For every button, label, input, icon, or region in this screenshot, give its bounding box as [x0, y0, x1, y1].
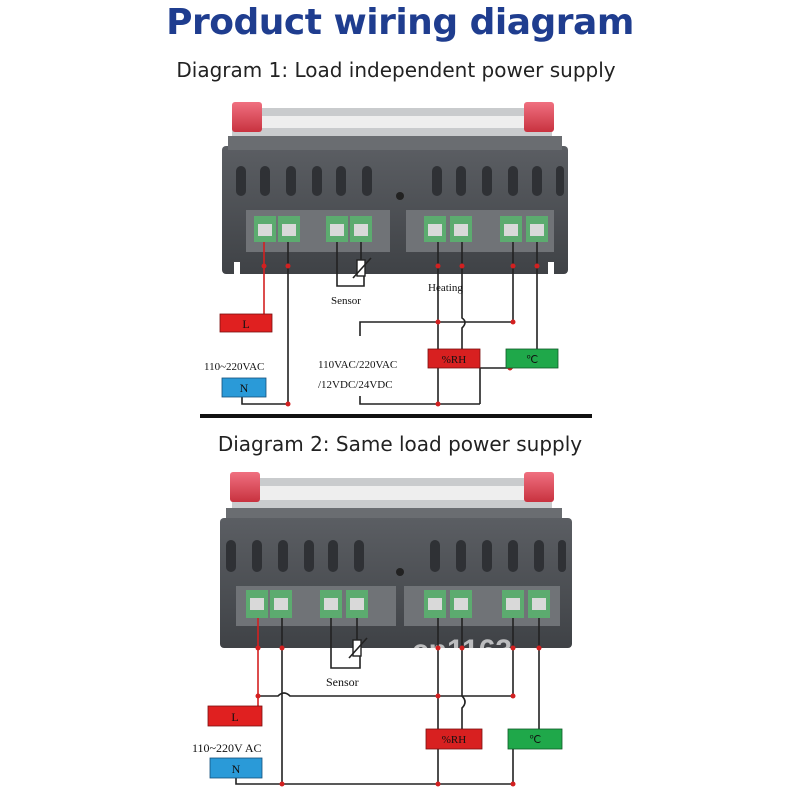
page-title: Product wiring diagram: [166, 2, 634, 43]
wire-relay-1b: [461, 618, 466, 730]
red-cap-right: [524, 472, 554, 502]
wire-neutral-2: [235, 618, 283, 785]
wire-sensor-a: [330, 618, 361, 669]
housing-body: [220, 518, 572, 648]
wiring-1: [241, 242, 540, 407]
red-cap-left: [230, 472, 260, 502]
line-label: L: [231, 710, 238, 724]
red-cap-left: [232, 102, 262, 132]
load-supply-label-1: 110VAC/220VAC: [318, 359, 397, 371]
temperature-label: ℃: [526, 354, 538, 366]
controller-unit-1: [222, 102, 568, 274]
diagram-2: cn1163 L: [192, 472, 572, 787]
line-label: L: [242, 317, 249, 331]
humidity-label: %RH: [442, 354, 467, 366]
diagram-1-heading: Diagram 1: Load independent power supply: [176, 58, 616, 82]
humidity-label: %RH: [442, 734, 467, 746]
humidity-output-box-2: %RH: [425, 728, 483, 750]
temperature-label: ℃: [529, 734, 541, 746]
wire-neutral-1: [241, 242, 289, 405]
supply-voltage-label: 110~220V AC: [192, 741, 262, 755]
line-terminal-box-2: L: [207, 705, 263, 727]
sensor-arrow: [352, 257, 372, 279]
wire-load-return: [282, 748, 514, 785]
wire-sensor-a: [336, 242, 365, 287]
terminal-block: [246, 590, 550, 618]
heating-label: Heating: [428, 282, 463, 294]
wire-live-bridge: [258, 618, 514, 697]
front-panel-strip: [240, 116, 544, 128]
junction-dots: [255, 645, 542, 787]
section-divider: [200, 414, 592, 418]
sensor-label: Sensor: [326, 675, 359, 689]
temperature-output-box-1: ℃: [505, 348, 559, 369]
terminal-block: [254, 216, 548, 242]
neutral-label: N: [232, 762, 241, 776]
supply-voltage-label: 110~220VAC: [204, 361, 264, 373]
screw-hole: [396, 568, 404, 576]
sensor-label: Sensor: [331, 295, 361, 307]
humidity-output-box-1: %RH: [427, 348, 481, 369]
neutral-label: N: [240, 381, 249, 395]
line-terminal-box-1: L: [219, 313, 273, 333]
screw-hole: [396, 192, 404, 200]
temperature-output-box-2: ℃: [507, 728, 563, 750]
controller-unit-2: cn1163: [220, 472, 572, 667]
neutral-terminal-box-2: N: [209, 757, 263, 779]
neutral-terminal-box-1: N: [221, 377, 267, 398]
red-cap-right: [524, 102, 554, 132]
diagram-2-heading: Diagram 2: Same load power supply: [217, 432, 583, 456]
vent-row: [226, 540, 566, 572]
front-panel-strip: [240, 486, 544, 500]
vent-row: [236, 166, 564, 196]
wiring-2: [235, 618, 542, 787]
sensor-arrow: [348, 637, 368, 659]
junction-dots: [261, 263, 540, 407]
housing-feet: [234, 262, 554, 274]
diagram-1: L N 110~220VAC Sensor Heating 110VAC/220…: [204, 102, 568, 407]
load-supply-label-2: /12VDC/24VDC: [318, 379, 393, 391]
housing-top-edge: [228, 136, 562, 150]
